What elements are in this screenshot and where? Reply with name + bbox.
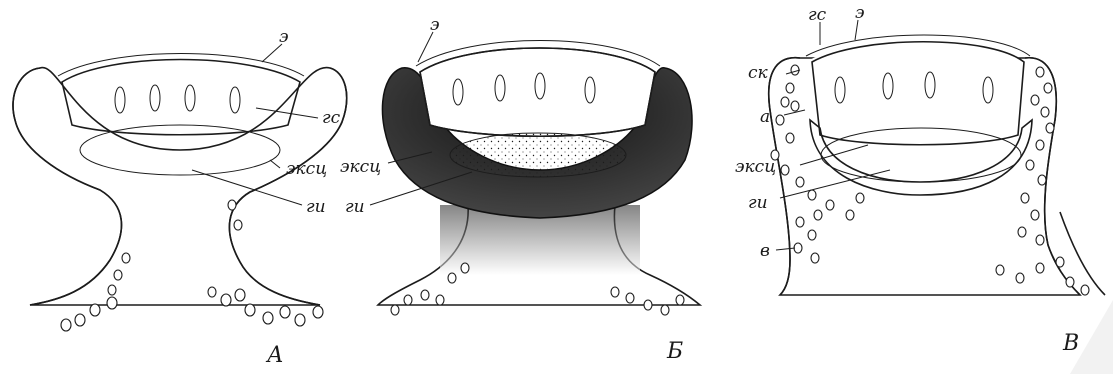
panel-c-label-v: в (760, 241, 770, 261)
panel-c-label-e: э (855, 3, 865, 23)
panel-a-outline (13, 68, 347, 305)
panel-b-label-e: э (430, 15, 440, 35)
panel-a-label-eksc: эксц (286, 159, 327, 179)
panel-a-body (13, 67, 347, 305)
panel-c-label-gs: гс (808, 5, 827, 25)
panel-b: э эксц ги Б (340, 15, 700, 364)
panel-c-label-gi: ги (748, 193, 768, 213)
panel-c: гс э ск а эксц ги в В (735, 3, 1105, 356)
panel-b-label-gi: ги (345, 197, 365, 217)
panel-b-label-eksc: эксц (340, 157, 381, 177)
panel-a: э гс эксц ги А (13, 27, 347, 368)
panel-a-cells (115, 85, 240, 113)
panel-c-caption: В (1062, 331, 1079, 356)
panel-a-label-gi: ги (306, 197, 326, 217)
panel-a-caption: А (265, 343, 284, 368)
panel-c-label-a: а (760, 107, 770, 127)
panel-c-label-sk: ск (748, 63, 769, 83)
panel-b-caption: Б (666, 339, 683, 364)
panel-a-label-e: э (279, 27, 289, 47)
panel-a-label-gs: гс (322, 108, 341, 128)
panel-a-mesenchyme (61, 200, 323, 331)
panel-c-label-eksc: эксц (735, 157, 776, 177)
